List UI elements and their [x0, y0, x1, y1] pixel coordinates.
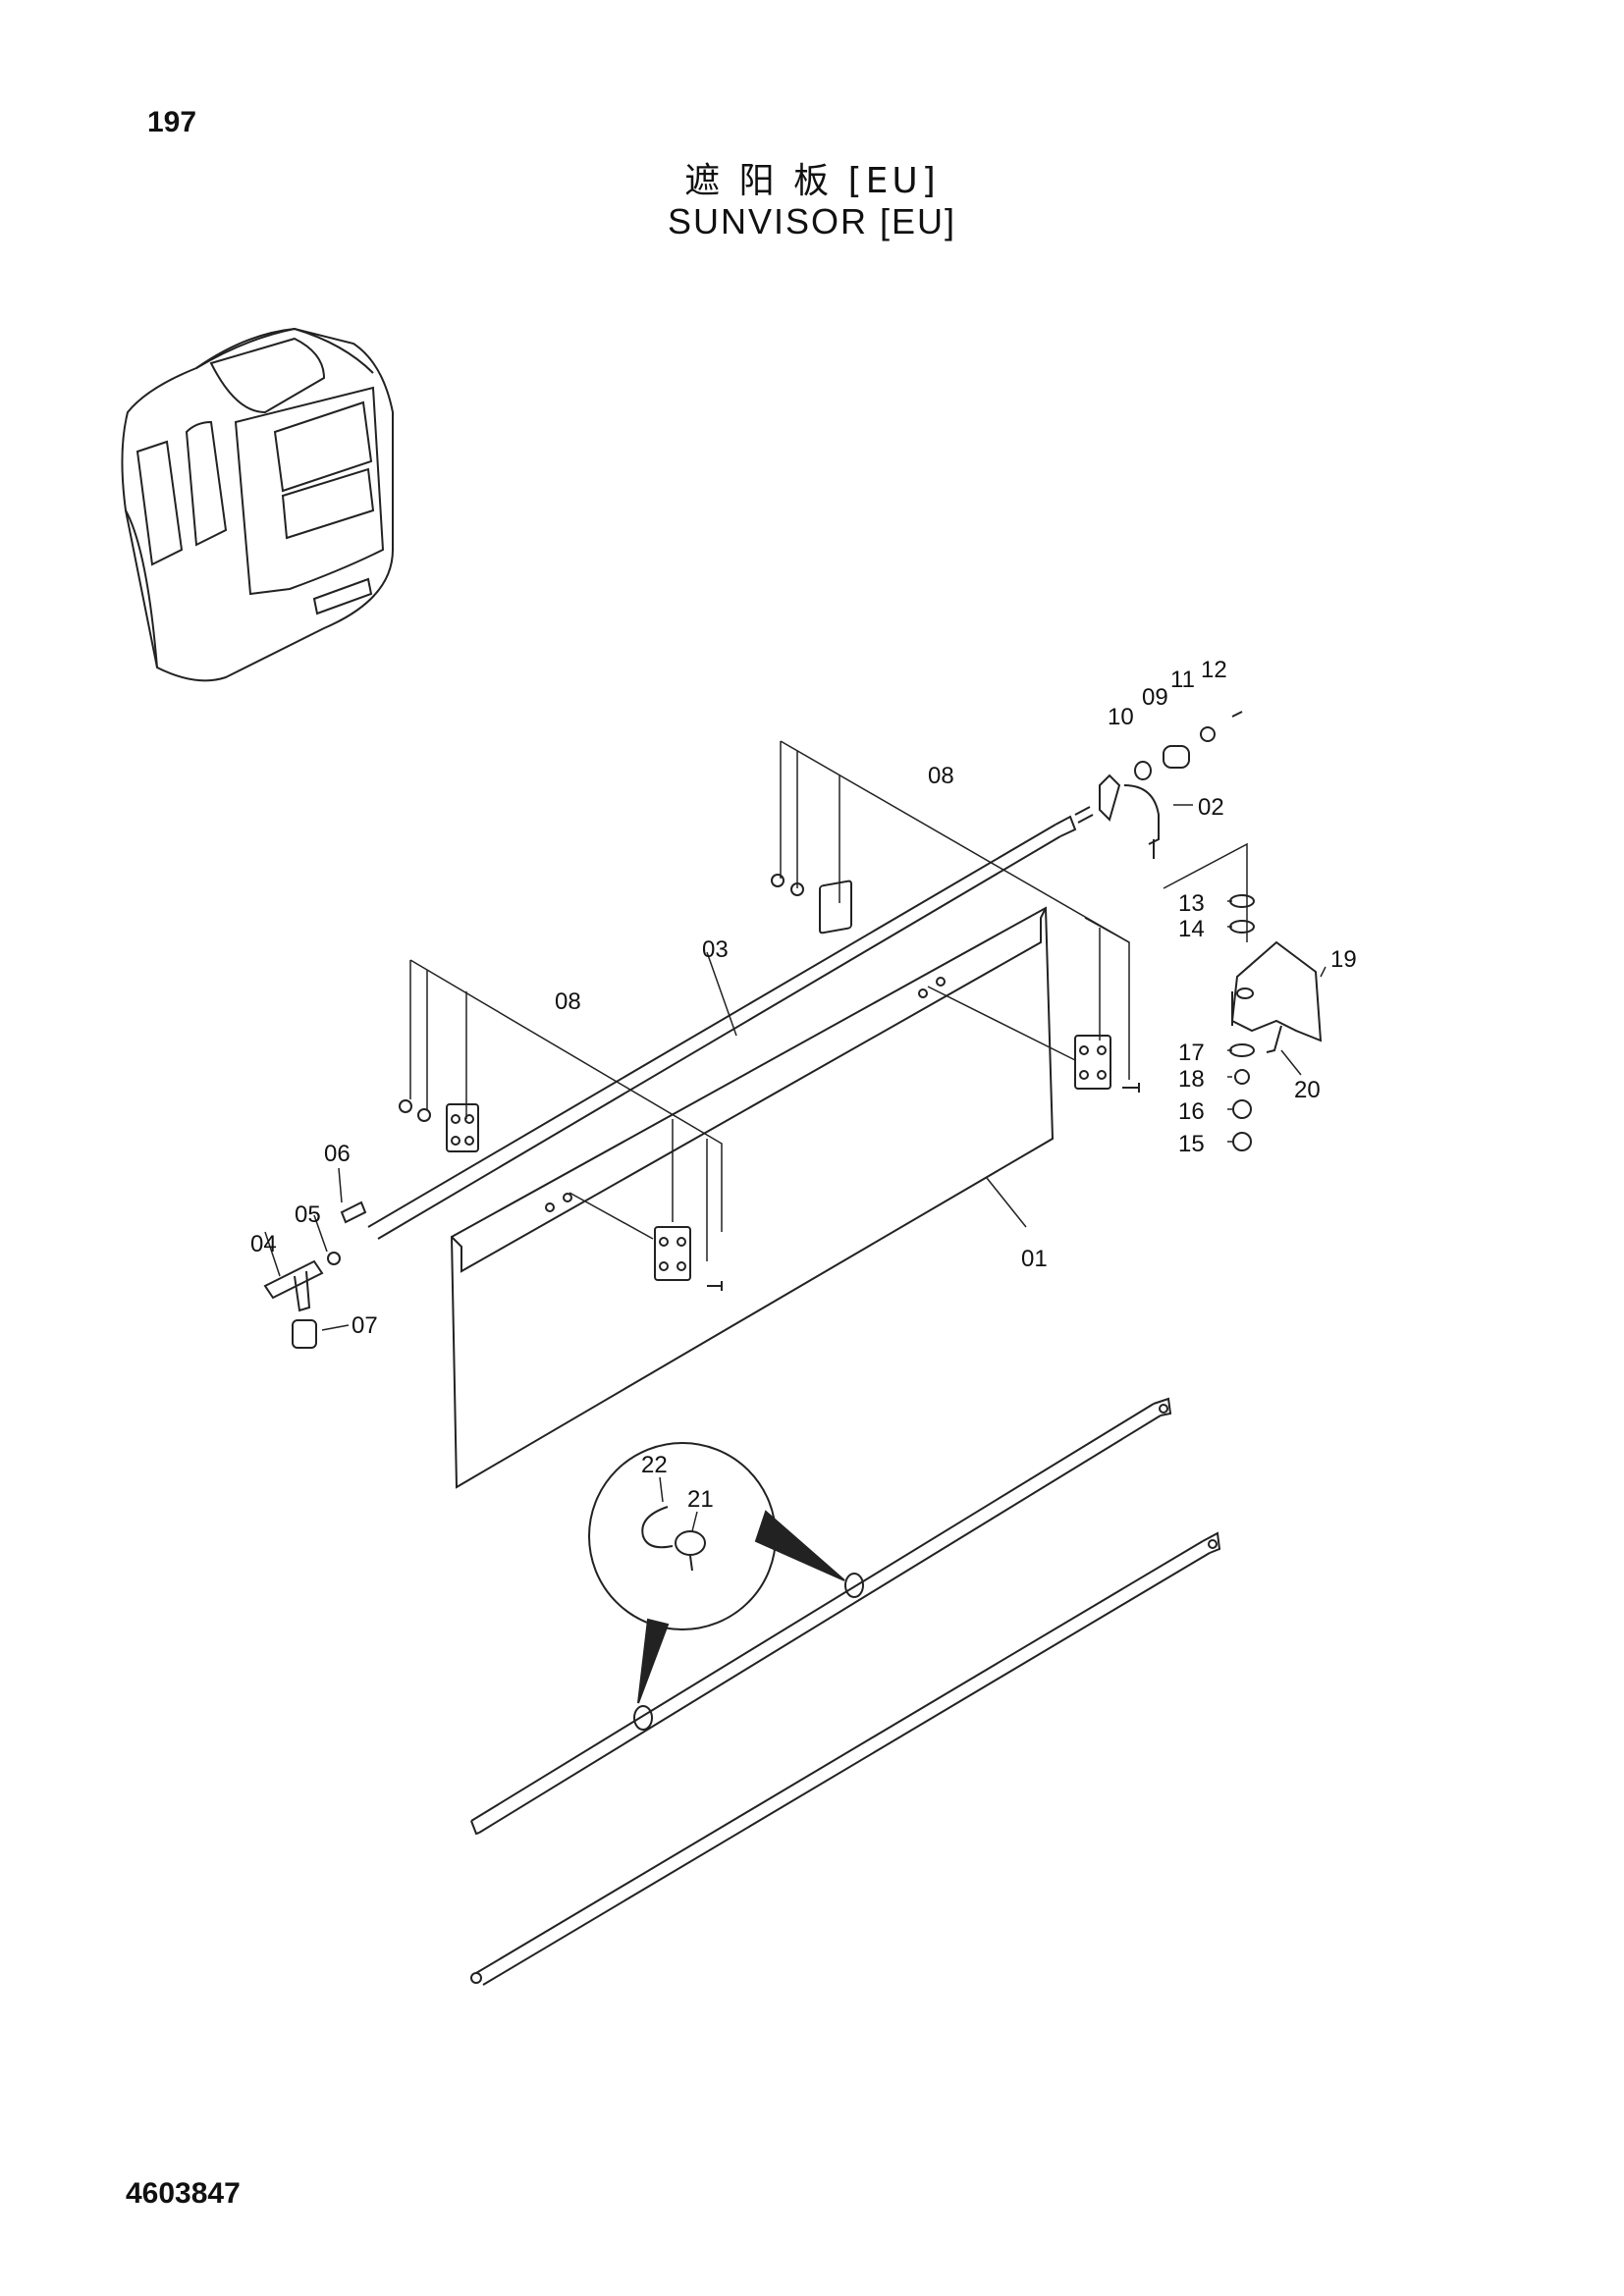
- part-label-20: 20: [1294, 1077, 1321, 1103]
- knob-assembly: [1099, 711, 1243, 859]
- page-number: 197: [147, 106, 197, 138]
- part-label-16: 16: [1178, 1098, 1205, 1125]
- part-label-06: 06: [324, 1141, 351, 1167]
- hinge-bracket: [446, 880, 1111, 1281]
- rod: [367, 806, 1094, 1240]
- small-hardware: [399, 874, 1255, 1291]
- part-label-13: 13: [1178, 890, 1205, 917]
- cab-thumbnail: [121, 327, 394, 682]
- document-number: 4603847: [126, 2177, 241, 2210]
- part-label-07: 07: [352, 1312, 378, 1339]
- part-label-19: 19: [1330, 946, 1357, 973]
- part-label-18: 18: [1178, 1066, 1205, 1093]
- part-label-14: 14: [1178, 916, 1205, 942]
- knob-parts-left: [263, 1201, 367, 1349]
- part-label-04: 04: [250, 1231, 277, 1257]
- page-title-english: SUNVISOR [EU]: [667, 201, 957, 241]
- part-label-05: 05: [295, 1201, 321, 1228]
- callout-leaders: [409, 740, 1248, 1261]
- part-label-01: 01: [1021, 1246, 1048, 1272]
- page-title-chinese: 遮 阳 板 [EU]: [684, 161, 940, 201]
- sunvisor-panel: [450, 906, 1055, 1489]
- label-leaders: [264, 804, 1326, 1532]
- part-labels: 01 02 03 04 05 06 07 08 08 09 10 11 12 1…: [250, 657, 1357, 1513]
- part-label-09: 09: [1142, 684, 1168, 711]
- detail-callout: [588, 1442, 845, 1704]
- part-label-08-left: 08: [555, 988, 581, 1015]
- part-label-10: 10: [1108, 704, 1134, 730]
- part-label-08-top: 08: [928, 763, 954, 789]
- part-label-15: 15: [1178, 1131, 1205, 1157]
- part-label-21: 21: [687, 1486, 714, 1513]
- part-label-11: 11: [1170, 667, 1195, 693]
- part-label-12: 12: [1201, 657, 1227, 683]
- part-label-03: 03: [702, 936, 729, 963]
- mounting-bracket: [1230, 940, 1323, 1053]
- part-label-17: 17: [1178, 1040, 1205, 1066]
- support-rods: [470, 1397, 1221, 1986]
- part-label-02: 02: [1198, 794, 1224, 821]
- part-label-22: 22: [641, 1452, 668, 1478]
